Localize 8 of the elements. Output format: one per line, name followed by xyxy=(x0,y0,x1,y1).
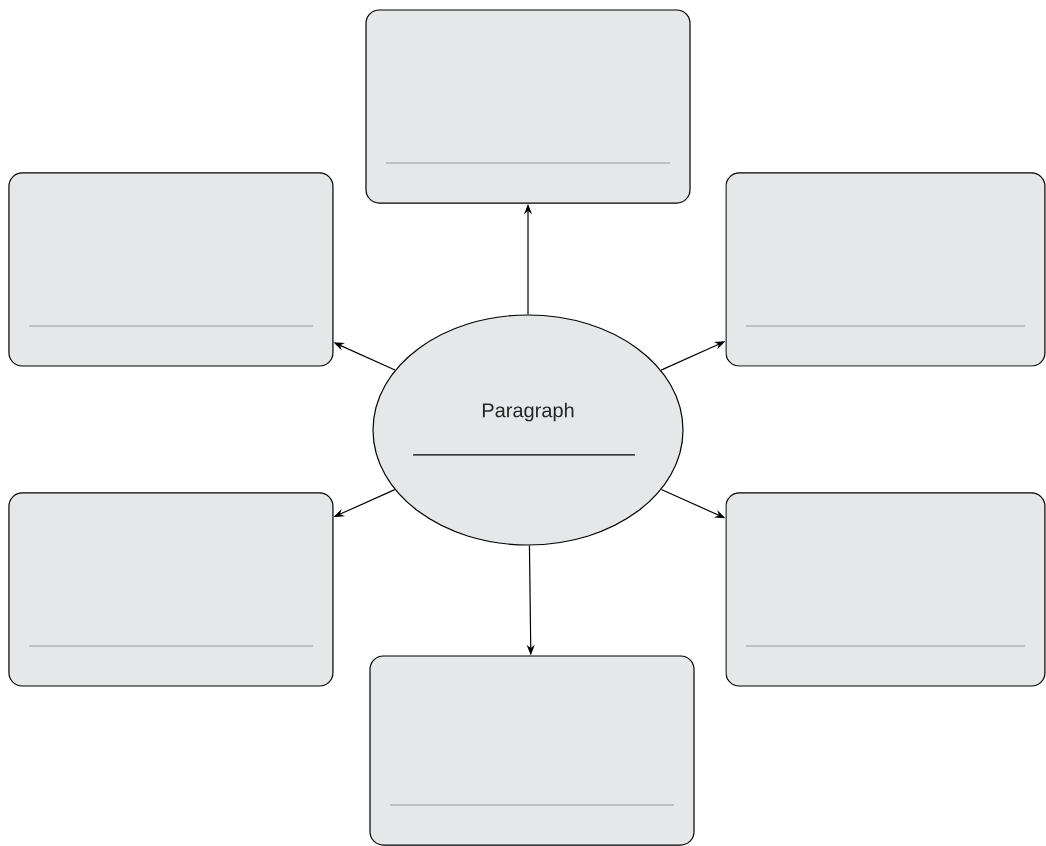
topic-label: Paragraph xyxy=(482,402,574,422)
answer-box xyxy=(725,492,1046,687)
answer-box xyxy=(8,172,334,367)
answer-box xyxy=(8,492,334,687)
answer-box xyxy=(725,172,1046,367)
answer-box xyxy=(369,655,695,846)
topic-ellipse xyxy=(372,314,684,546)
answer-box xyxy=(365,9,691,204)
